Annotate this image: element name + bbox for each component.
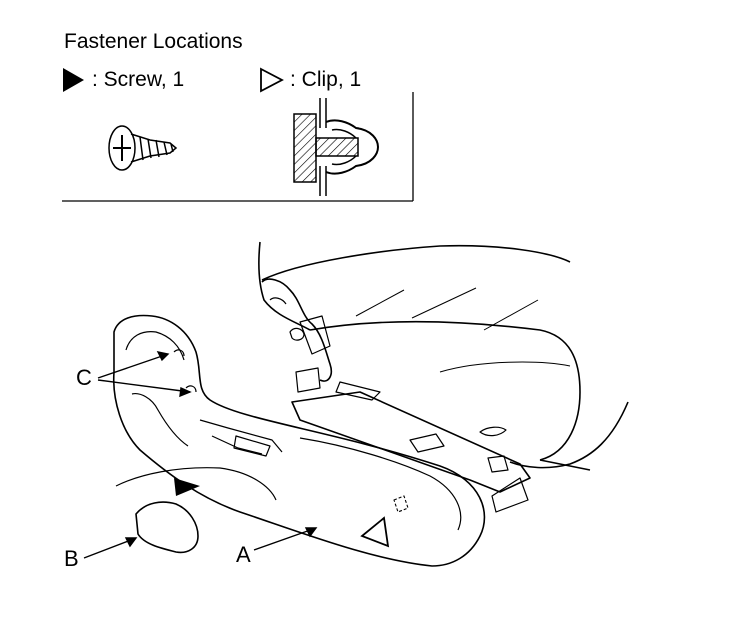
- label-c: C: [76, 365, 92, 390]
- screw-marker-icon: [63, 68, 84, 92]
- screw-location-marker-icon: [174, 478, 200, 496]
- clip-location-marker-icon: [360, 516, 390, 548]
- screw-icon: [108, 125, 178, 171]
- screw-legend-text: : Screw, 1: [92, 68, 185, 91]
- label-a: A: [236, 542, 251, 567]
- leader-lines: [83, 351, 318, 559]
- label-b: B: [64, 546, 79, 571]
- clip-marker-icon: [260, 67, 284, 93]
- clip-legend-text: : Clip, 1: [290, 68, 362, 91]
- clip-icon: [293, 98, 380, 196]
- seat-assembly: [112, 241, 629, 567]
- legend-title: Fastener Locations: [64, 30, 243, 53]
